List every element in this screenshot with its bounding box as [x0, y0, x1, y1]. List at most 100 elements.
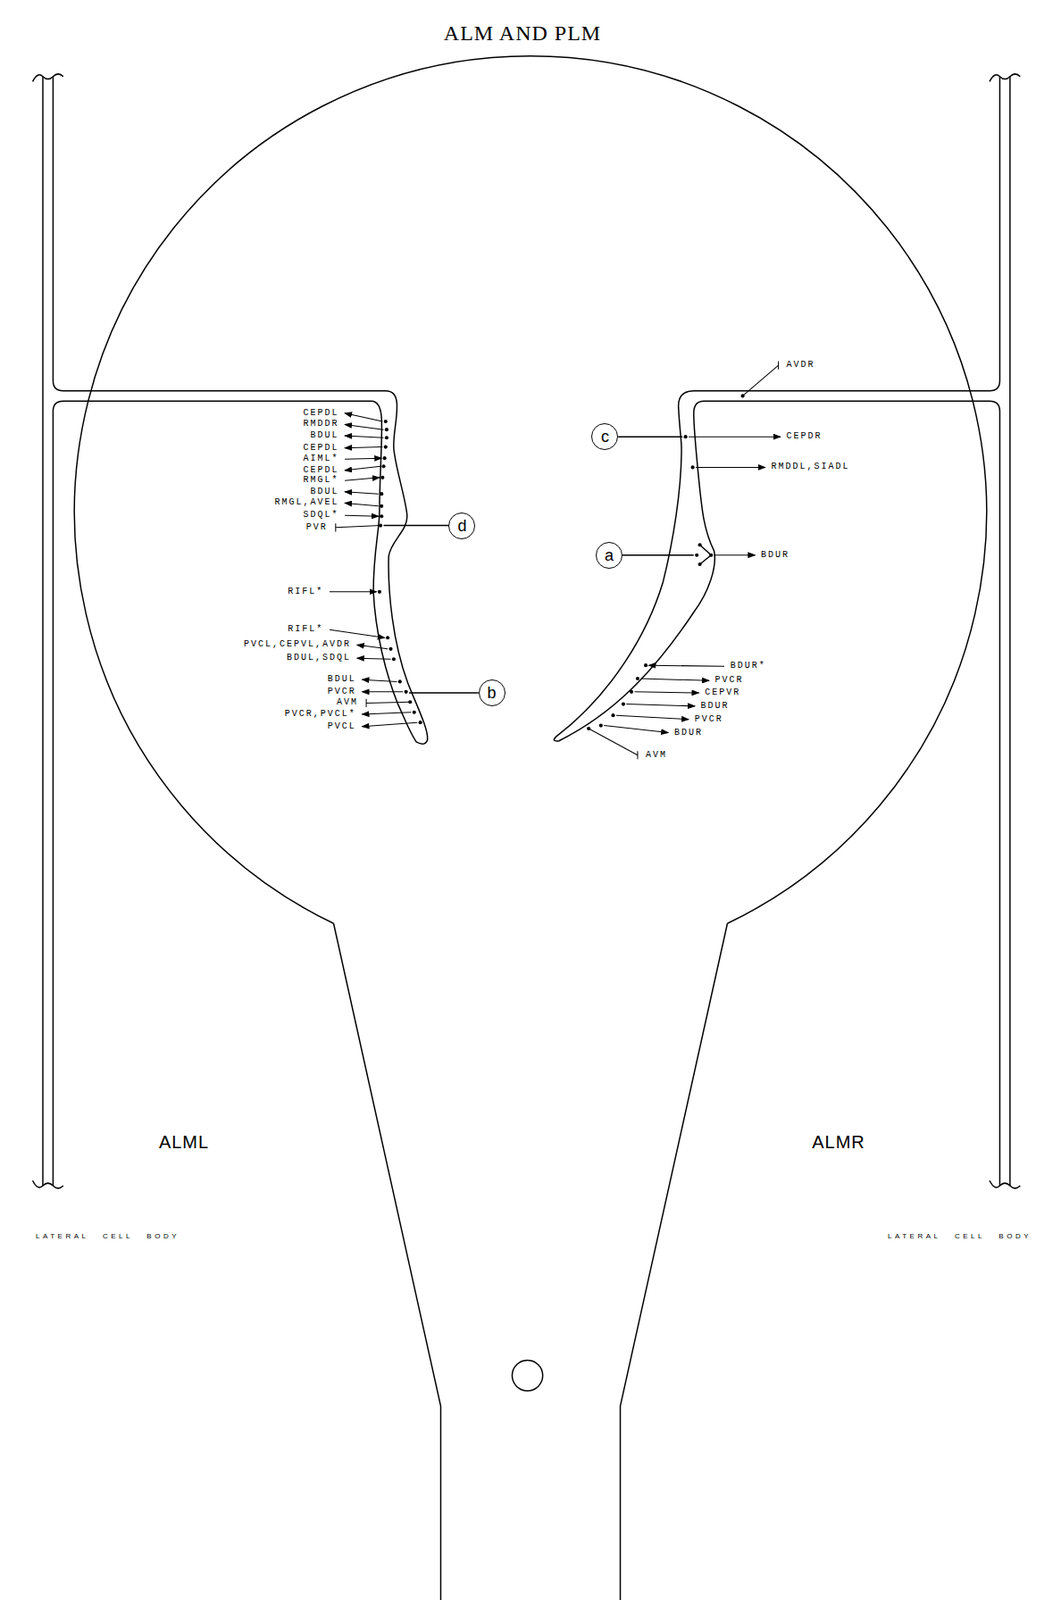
- synapse-dot: [383, 456, 387, 460]
- synapse-arrow: [616, 715, 689, 720]
- break-mark: [33, 1180, 64, 1189]
- synapse-dot: [384, 427, 389, 432]
- neuron-name: RMDDL,SIADL: [769, 461, 851, 473]
- synapse-dot: [392, 657, 396, 661]
- synapse-arrow: [688, 436, 781, 438]
- synapse-arrow: [344, 435, 384, 438]
- title: ALM AND PLM: [443, 21, 602, 46]
- synapse-arrow: [344, 424, 384, 430]
- synapse-line: [366, 701, 410, 703]
- neuron-name: PVCR: [326, 686, 358, 698]
- synapse-arrow: [634, 692, 700, 694]
- neuron-name: CEPDL: [301, 465, 340, 477]
- small-circle: [511, 1360, 543, 1391]
- synapse-arrow: [344, 458, 382, 460]
- synapse-dot: [380, 476, 385, 480]
- synapse-arrow: [362, 679, 398, 682]
- synapse-arrow: [649, 665, 726, 667]
- synapse-arrow: [362, 691, 404, 693]
- synapse-arrow: [357, 658, 392, 660]
- neuron-name: RIFL*: [286, 624, 325, 635]
- synapse-dot: [691, 465, 695, 469]
- neuron-name: PVCL,CEPVL,AVDR: [242, 639, 352, 651]
- neuron-name: BDUL: [326, 674, 358, 686]
- neuron-name: RMGL,AVEL: [273, 497, 340, 509]
- synapse-dot: [379, 504, 384, 509]
- cell-name: ALMR: [811, 1132, 866, 1153]
- neuron-name: RIFL*: [286, 586, 325, 598]
- callout-circle: d: [448, 512, 476, 540]
- synapse-dot: [379, 492, 384, 496]
- neuron-name: AVDR: [785, 359, 817, 371]
- callout-letter: c: [601, 428, 610, 445]
- synapse-arrow: [344, 466, 381, 471]
- synapse-dot: [377, 590, 382, 594]
- synapse-dot: [629, 690, 634, 694]
- cell-name: ALML: [158, 1132, 209, 1153]
- region-note: LATERAL CELL BODY: [35, 1232, 180, 1241]
- neuron-name: BDUR: [673, 727, 704, 739]
- synapse-arrow: [344, 413, 383, 422]
- synapse-dot: [412, 710, 417, 715]
- synapse-arrow: [344, 447, 383, 449]
- synapse-dot: [599, 724, 603, 728]
- synapse-arrow: [362, 722, 418, 727]
- callout-letter: a: [604, 547, 614, 564]
- neuron-name: BDUR: [760, 550, 791, 561]
- neuron-name: BDUR: [700, 701, 731, 712]
- callout-circle: b: [478, 679, 506, 707]
- synapse-arrow: [362, 712, 412, 715]
- synapse-dot: [698, 543, 702, 547]
- inhibition-bar: [777, 361, 779, 370]
- neuron-name: RMGL*: [301, 475, 340, 486]
- neuron-name: PVCR,PVCL*: [284, 709, 358, 720]
- neck-outline: [620, 923, 728, 1600]
- callout-leader: [384, 525, 450, 527]
- synapse-arrow: [640, 678, 710, 681]
- lateral-process: [1009, 76, 1011, 1187]
- neuron-name: CEPDL: [301, 442, 340, 454]
- lateral-process: [553, 76, 1000, 1187]
- synapse-arrow: [329, 629, 385, 638]
- neuron-name: AVM: [335, 697, 360, 709]
- synapse-arrow: [344, 477, 380, 481]
- synapse-arrow: [603, 726, 669, 734]
- synapse-dot: [418, 720, 423, 725]
- synapse-arrow: [344, 492, 379, 494]
- neuron-name: PVCR: [714, 675, 745, 686]
- synapse-dot: [398, 679, 402, 684]
- synapse-dot: [388, 647, 393, 652]
- neuron-name: AIML*: [301, 453, 340, 465]
- neuron-name: CEPDR: [785, 431, 824, 443]
- synapse-dot: [694, 553, 699, 558]
- neuron-name: BDUL,SDQL: [285, 652, 352, 664]
- callout-letter: d: [457, 517, 467, 535]
- neuron-name: PVR: [305, 522, 329, 534]
- neck-outline: [334, 923, 442, 1600]
- callout-leader: [409, 692, 479, 694]
- break-mark: [33, 74, 64, 83]
- synapse-dot: [381, 464, 385, 468]
- synapse-arrow: [344, 502, 379, 506]
- synapse-line: [743, 365, 779, 396]
- synapse-dot: [709, 553, 713, 558]
- region-note: LATERAL CELL BODY: [887, 1232, 1032, 1241]
- synapse-dot: [684, 434, 688, 439]
- synapse-dot: [384, 445, 388, 450]
- synapse-arrow: [714, 554, 756, 556]
- break-mark: [989, 1180, 1020, 1189]
- neuron-name: SDQL*: [301, 509, 340, 521]
- inhibition-bar: [334, 523, 336, 532]
- inhibition-bar: [366, 699, 368, 708]
- synapse-dot: [698, 562, 702, 567]
- callout-leader: [618, 435, 683, 437]
- neuron-name: BDUR*: [729, 660, 768, 672]
- neuron-name: RMDDR: [301, 418, 340, 430]
- neuron-name: CEPDL: [301, 408, 340, 419]
- head-outline: [74, 56, 986, 925]
- neuron-name: CEPVR: [703, 687, 742, 699]
- synapse-dot: [643, 663, 648, 668]
- lateral-process: [52, 76, 427, 1187]
- neuron-name: PVCR: [693, 714, 725, 726]
- synapse-dot: [404, 690, 409, 694]
